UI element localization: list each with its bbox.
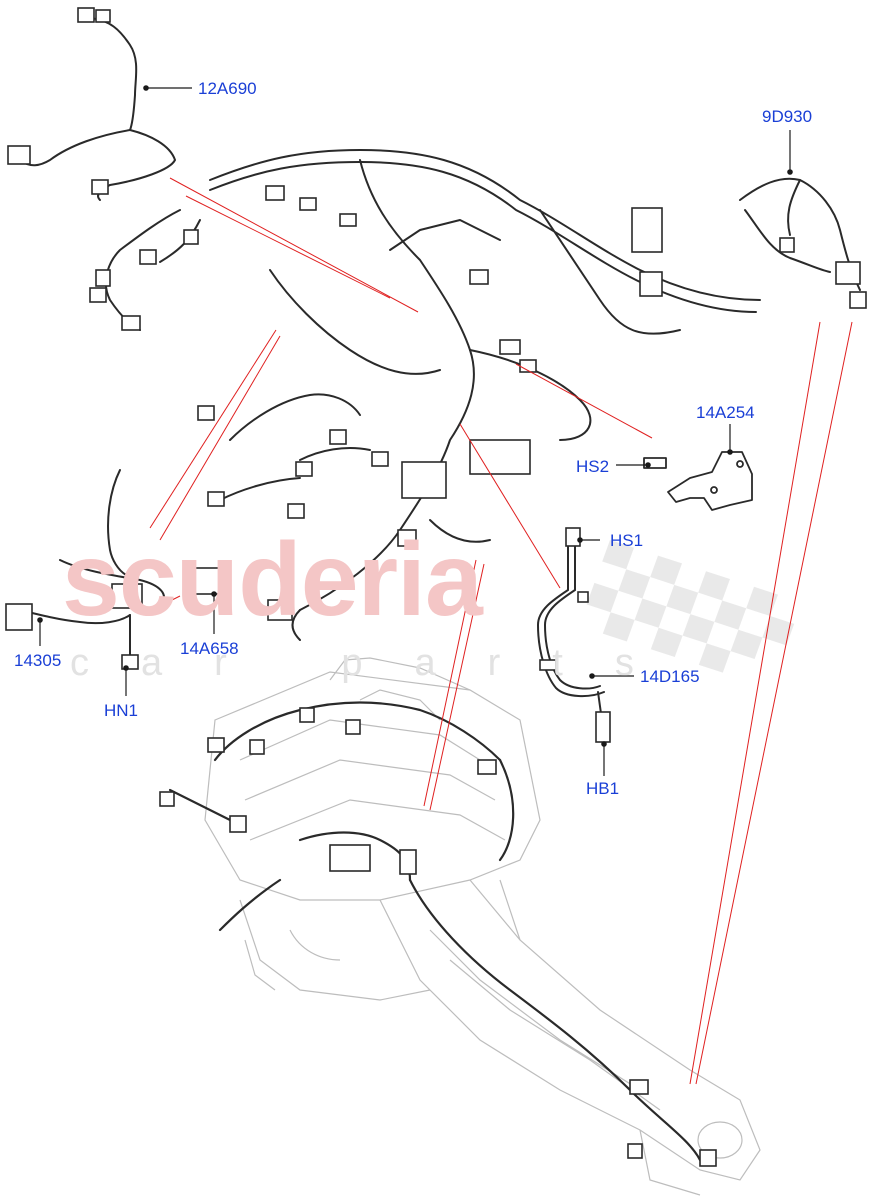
transmission-harness: [739, 177, 861, 291]
callout-leaders: [37, 85, 793, 776]
wiring-bracket: [643, 451, 753, 511]
checkered-flag-watermark: [586, 540, 795, 673]
transmission-harness-connectors: [779, 237, 867, 309]
engine-lower-harness: [168, 701, 702, 1162]
callout-HS2[interactable]: HS2: [576, 457, 610, 476]
engine-transmission-assembly: [204, 657, 761, 1196]
harness-connectors: [197, 185, 663, 621]
leader-lines: [147, 177, 853, 1085]
main-engine-harness: [209, 149, 761, 641]
callout-HS1[interactable]: HS1: [610, 531, 644, 550]
callout-HB1[interactable]: HB1: [586, 779, 620, 798]
callout-14A254[interactable]: 14A254: [696, 403, 755, 422]
injector-connectors: [7, 7, 111, 195]
oxygen-sensor-parts: [5, 567, 225, 670]
left-injector-connectors: [89, 229, 199, 331]
engine-harness-connectors: [159, 707, 717, 1167]
callout-HN1[interactable]: HN1: [104, 701, 139, 720]
positive-battery-cable: [536, 531, 605, 736]
watermark-brand: scuderia: [62, 522, 483, 638]
oxygen-sensor-harness: [19, 469, 165, 661]
callout-14305[interactable]: 14305: [14, 651, 62, 670]
callout-12A690[interactable]: 12A690: [198, 79, 257, 98]
callout-14D165[interactable]: 14D165: [640, 667, 700, 686]
left-injector-harness: [104, 209, 201, 331]
watermark-tagline: car parts: [70, 642, 686, 684]
callout-9D930[interactable]: 9D930: [762, 107, 813, 126]
injector-harness: [19, 17, 176, 201]
callout-14A658[interactable]: 14A658: [180, 639, 239, 658]
